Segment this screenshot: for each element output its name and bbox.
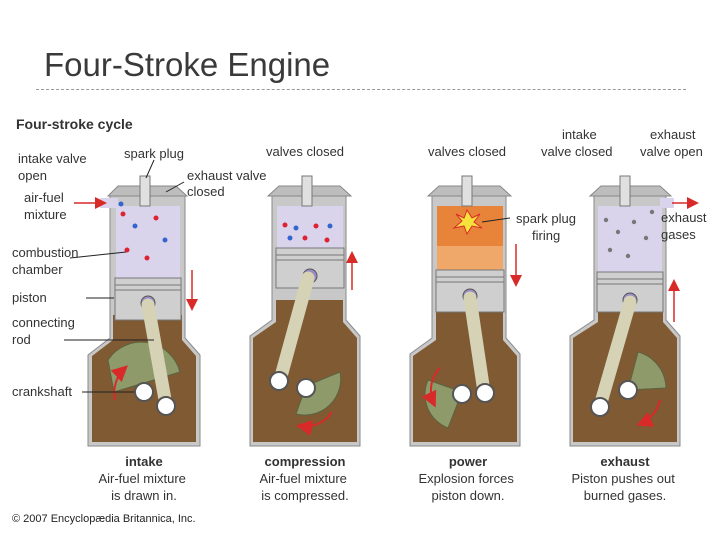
exhaust-port	[660, 198, 674, 208]
stroke-name: intake	[125, 454, 163, 469]
crankshaft-center	[296, 378, 316, 398]
label-valves-closed-compression: valves closed	[266, 144, 344, 159]
label-spark-plug: spark plug	[124, 146, 184, 161]
crankshaft-center	[452, 384, 472, 404]
fuel-particle	[124, 247, 130, 253]
intake-port	[100, 198, 118, 208]
fuel-particle	[327, 223, 333, 229]
cylinder	[277, 206, 343, 248]
exhaust-particle	[643, 235, 649, 241]
fuel-particle	[153, 215, 159, 221]
label-intake-valve-closed: intake valve closed	[541, 127, 613, 159]
label-combustion-chamber: combustion chamber	[12, 245, 82, 277]
label-valves-closed-power: valves closed	[428, 144, 506, 159]
crankpin	[475, 383, 495, 403]
stroke-description: Piston pushes out burned gases.	[572, 471, 679, 503]
spark-plug	[301, 175, 313, 207]
stroke-name: power	[449, 454, 487, 469]
spark-icon	[452, 208, 483, 236]
rotation-arrow	[296, 411, 333, 436]
label-exhaust-valve-open: exhaust valve open	[640, 127, 703, 159]
label-intake-valve-open: intake valve open	[18, 151, 90, 183]
figure-title: Four-stroke cycle	[16, 116, 133, 132]
engine-compression	[249, 175, 361, 447]
spark-plug	[619, 175, 631, 207]
label-spark-plug-firing: spark plug firing	[516, 211, 580, 243]
connecting-rod	[463, 291, 491, 399]
crankcase-oil	[413, 312, 517, 442]
label-piston: piston	[12, 290, 47, 305]
stroke-description: Explosion forces piston down.	[418, 471, 517, 503]
rotation-arrow	[421, 367, 441, 408]
cylinder	[598, 206, 662, 272]
engine-intake	[74, 175, 201, 447]
cylinder	[437, 246, 503, 270]
crankpin	[156, 396, 176, 416]
fuel-particle	[287, 235, 293, 241]
label-exhaust-gases: exhaust gases	[661, 210, 710, 242]
exhaust-particle	[649, 209, 655, 215]
fuel-particle	[132, 223, 138, 229]
crankshaft-center	[618, 380, 638, 400]
caption-power: power Explosion forces piston down.	[418, 454, 517, 503]
fuel-particle	[313, 223, 319, 229]
caption-exhaust: exhaust Piston pushes out burned gases.	[572, 454, 679, 503]
cylinder	[116, 206, 180, 278]
fuel-particle	[302, 235, 308, 241]
exhaust-particle	[625, 253, 631, 259]
crankpin	[269, 371, 289, 391]
title-divider	[36, 89, 686, 90]
label-exhaust-valve-closed: exhaust valve closed	[187, 168, 270, 199]
exhaust-particle	[615, 229, 621, 235]
spark-plug	[461, 175, 473, 207]
fuel-particle	[324, 237, 330, 243]
connecting-rod	[141, 298, 173, 412]
engine-exhaust	[569, 175, 699, 447]
caption-intake: intake Air-fuel mixture is drawn in.	[98, 454, 189, 503]
crank-counterweight	[627, 351, 667, 391]
fuel-particle	[118, 201, 124, 207]
fuel-particle	[144, 255, 150, 261]
crank-counterweight	[295, 371, 342, 416]
copyright-notice: © 2007 Encyclopædia Britannica, Inc.	[12, 513, 196, 525]
rotation-arrow	[110, 365, 128, 401]
connecting-rod	[593, 295, 637, 413]
stroke-description: Air-fuel mixture is compressed.	[259, 471, 350, 503]
stroke-name: compression	[265, 454, 346, 469]
exhaust-particle	[607, 247, 613, 253]
exhaust-particle	[603, 217, 609, 223]
fuel-particle	[293, 225, 299, 231]
engine-power	[409, 175, 522, 447]
label-crankshaft: crankshaft	[12, 384, 72, 399]
exhaust-particle	[631, 219, 637, 225]
label-connecting-rod: connecting rod	[12, 315, 79, 347]
crankpin	[590, 397, 610, 417]
fuel-particle	[120, 211, 126, 217]
connecting-rod	[273, 271, 315, 387]
label-air-fuel-mixture: air-fuel mixture	[24, 190, 67, 222]
spark-plug	[139, 175, 151, 207]
rotation-arrow	[636, 399, 661, 427]
slide-title: Four-Stroke Engine	[44, 46, 331, 83]
fuel-particle	[282, 222, 288, 228]
leader-lines	[64, 159, 511, 393]
stroke-name: exhaust	[600, 454, 650, 469]
caption-compression: compression Air-fuel mixture is compress…	[259, 454, 350, 503]
crankshaft-center	[134, 382, 154, 402]
crankcase-oil	[253, 300, 357, 442]
stroke-description: Air-fuel mixture is drawn in.	[98, 471, 189, 503]
fuel-particle	[162, 237, 168, 243]
